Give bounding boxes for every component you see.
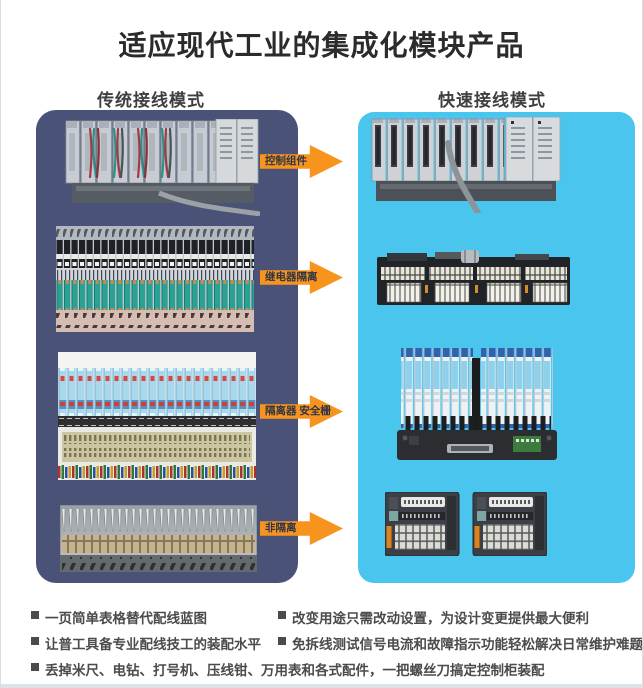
page-bottom-edge [1,684,642,688]
page-title: 适应现代工业的集成化模块产品 [118,30,525,61]
bullet-item: 一页简单表格替代配线蓝图 [31,607,207,627]
arrow-label: 非隔离 [265,522,297,535]
photo-terminal-interface-modules [385,492,547,556]
bullet-square-icon [278,611,286,619]
bullet-square-icon [278,637,286,645]
bullet-item: 让普工具备专业配线技工的装配水平 [31,633,261,653]
arrow-label: 控制组件 [265,155,307,168]
photo-relay-terminal-rows [56,226,254,332]
bullet-item: 改变用途只需改动设置，为设计变更提供最大便利 [278,607,589,627]
photo-plc-rack-clean [371,117,561,213]
column-header-traditional: 传统接线模式 [97,91,205,110]
bullet-square-icon [31,663,39,671]
column-header-quick: 快速接线模式 [438,91,546,110]
arrow-label: 继电器隔离 [265,271,318,284]
bullet-square-icon [31,637,39,645]
photo-isolator-module-assembly [397,348,557,460]
photo-isolator-and-safety-barrier-rows [58,352,256,480]
photo-relay-module-board [377,250,570,305]
bullet-text: 一页简单表格替代配线蓝图 [45,611,207,626]
bullet-item: 免拆线测试信号电流和故障指示功能轻松解决日常维护难题 [278,633,643,653]
photo-plc-rack-with-wire-bundles [65,119,260,216]
bullet-text: 免拆线测试信号电流和故障指示功能轻松解决日常维护难题 [292,637,643,652]
bullet-item: 丢掉米尺、电钻、打号机、压线钳、万用表和各式配件，一把螺丝刀搞定控制柜装配 [31,659,545,679]
bullet-text: 改变用途只需改动设置，为设计变更提供最大便利 [292,611,589,626]
arrow-label: 隔离器 安全栅 [265,405,331,418]
bullet-square-icon [31,611,39,619]
bullet-text: 让普工具备专业配线技工的装配水平 [45,637,261,652]
photo-non-isolated-terminal-strip [60,505,257,572]
bullet-text: 丢掉米尺、电钻、打号机、压线钳、万用表和各式配件，一把螺丝刀搞定控制柜装配 [45,663,545,678]
